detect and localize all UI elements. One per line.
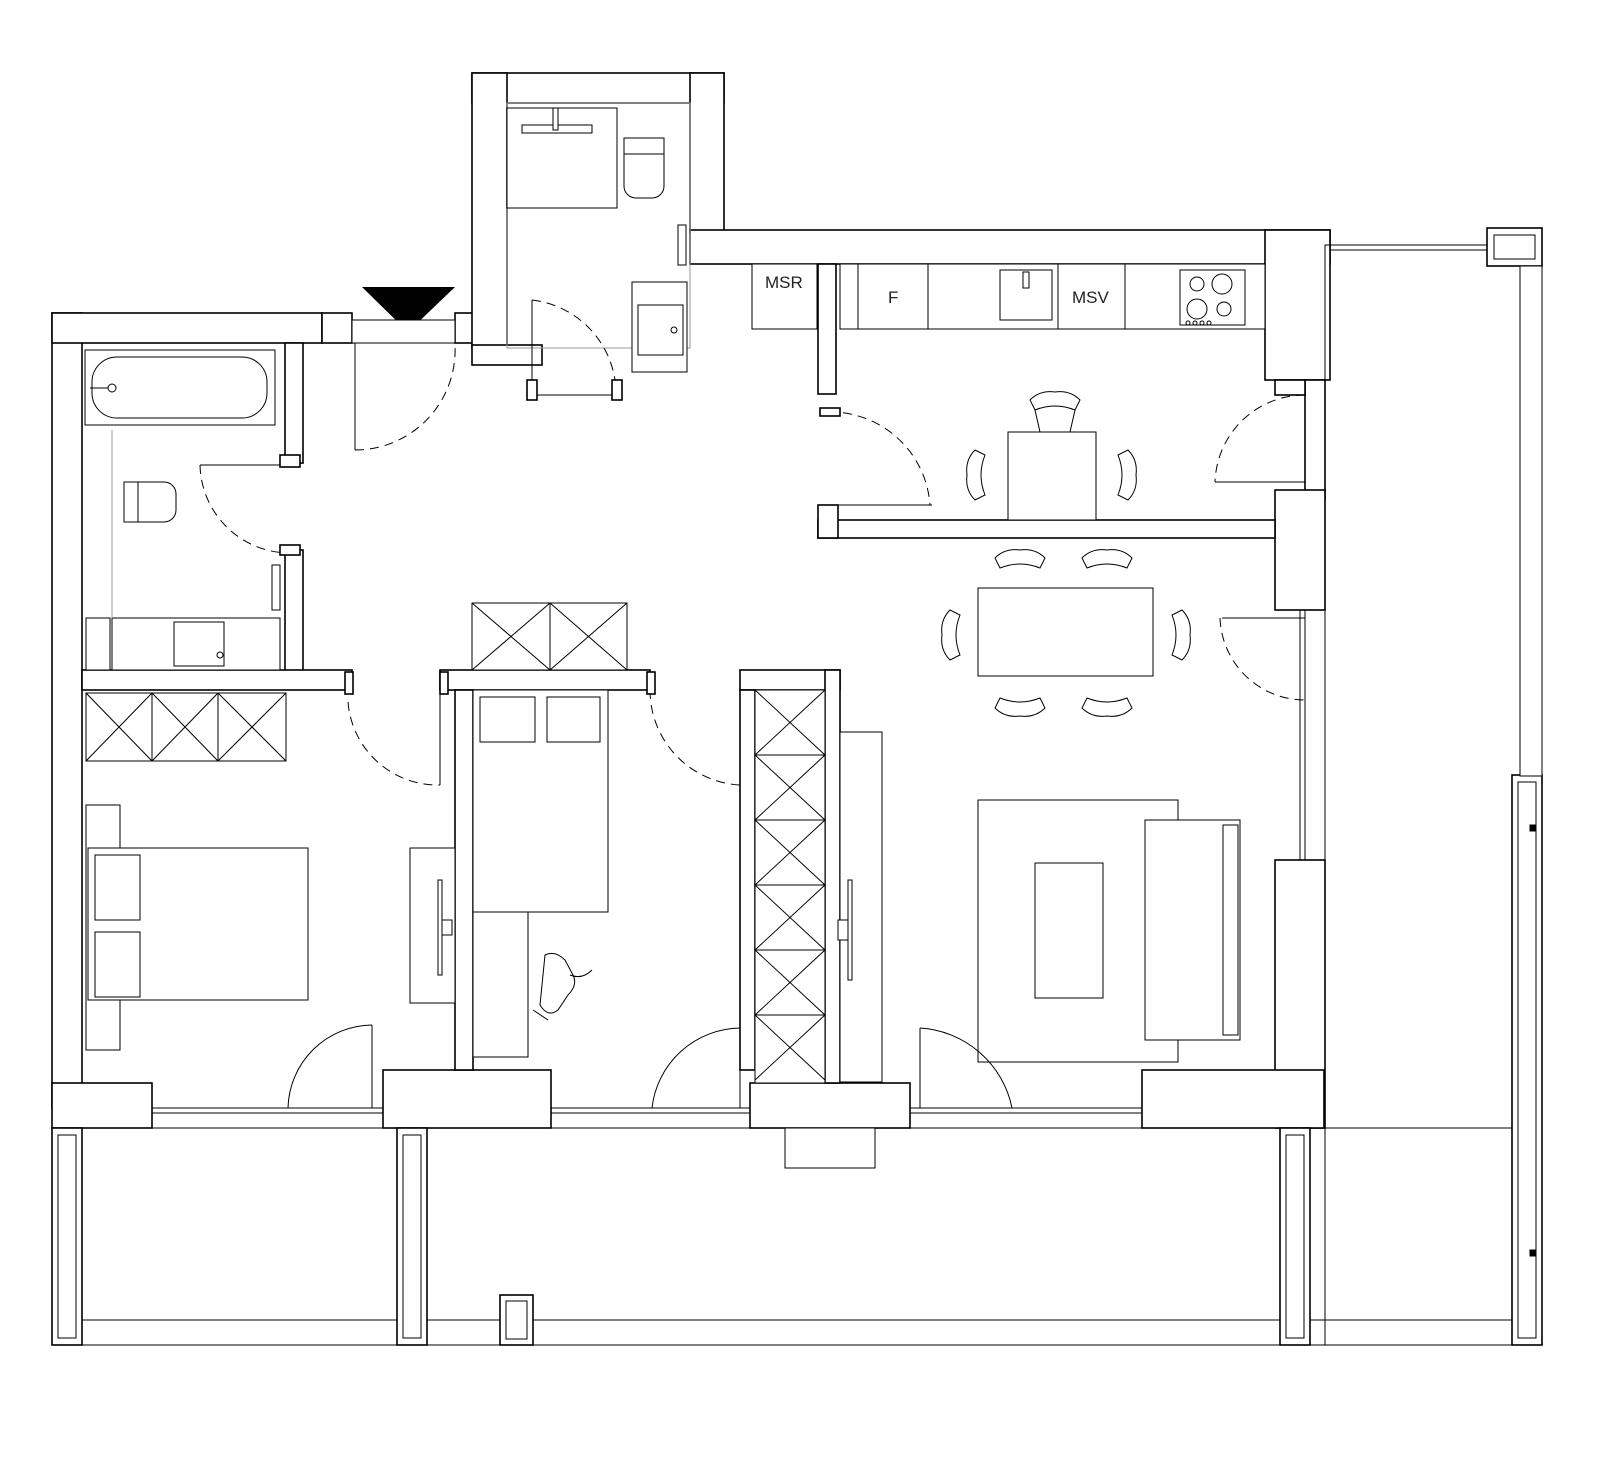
- bedroom: [85, 671, 456, 1109]
- msr-label: MSR: [765, 273, 803, 292]
- living-balcony-door: [1219, 617, 1306, 701]
- wc-room: [506, 102, 691, 401]
- kitchen-chairs: [966, 391, 1137, 501]
- living-room: [837, 731, 1241, 1109]
- entrance-arrow: [362, 287, 455, 332]
- kitchen: MSR F MSV: [751, 263, 1306, 521]
- study: [471, 602, 826, 1109]
- balcony: [51, 227, 1543, 1346]
- msv-label: MSV: [1072, 288, 1110, 307]
- entrance-door: [351, 319, 456, 451]
- dining-table: [941, 549, 1191, 717]
- fridge-label: F: [888, 288, 898, 307]
- exterior-walls: [51, 72, 1331, 1129]
- door-jambs: [279, 454, 301, 556]
- bathroom: [84, 349, 291, 671]
